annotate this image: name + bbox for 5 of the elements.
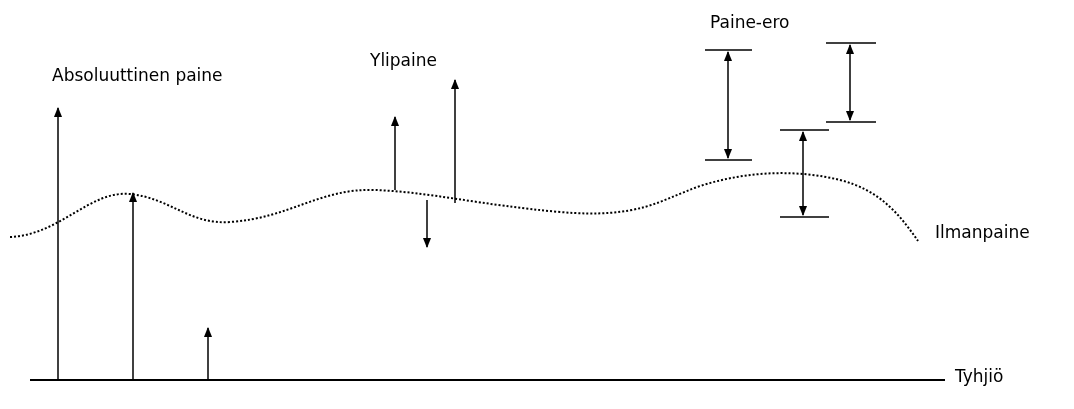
absolute-pressure-label: Absoluuttinen paine <box>52 65 223 85</box>
pressure-difference-label: Paine-ero <box>710 12 790 32</box>
atmospheric-pressure-label: Ilmanpaine <box>935 222 1030 242</box>
gauge-pressure-label: Ylipaine <box>370 50 437 70</box>
vacuum-label: Tyhjiö <box>955 366 1004 386</box>
